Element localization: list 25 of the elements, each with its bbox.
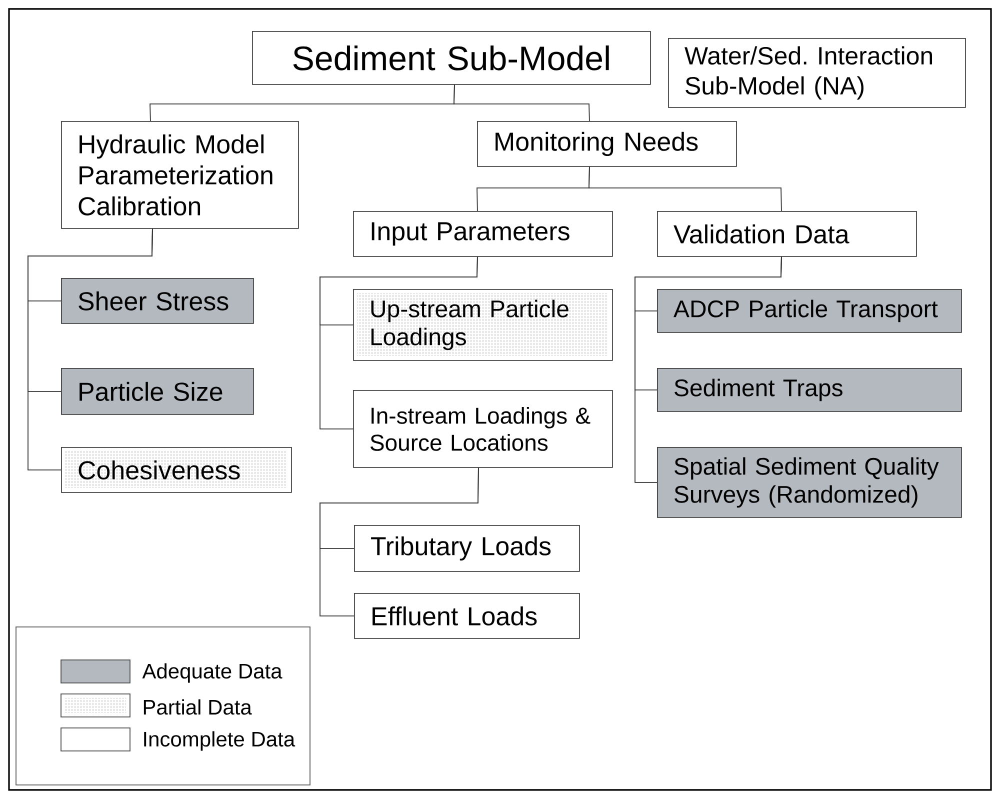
process-box: Tributary Loads — [354, 524, 580, 572]
connector-line — [634, 256, 782, 483]
process-box: Validation Data — [657, 210, 917, 257]
connector-line — [28, 228, 153, 470]
title-box: Sediment Sub-Model — [252, 30, 651, 85]
process-box: Monitoring Needs — [477, 120, 737, 167]
process-box: In-stream Loadings & Source Locations — [353, 390, 613, 468]
process-box: Cohesiveness — [61, 446, 292, 493]
connector-line — [320, 467, 479, 616]
process-box: ADCP Particle Transport — [657, 288, 962, 333]
process-box: Up-stream Particle Loadings — [353, 288, 613, 361]
process-box: Sediment Traps — [657, 368, 962, 412]
process-box: Particle Size — [61, 368, 254, 415]
process-box: Input Parameters — [353, 210, 613, 257]
process-box: Sheer Stress — [61, 278, 254, 324]
process-box: Spatial Sediment Quality Surveys (Randomized) — [657, 446, 962, 518]
connector-line — [320, 256, 478, 430]
connector-line — [588, 166, 782, 212]
process-box: Effluent Loads — [354, 592, 580, 639]
legend-label: Adequate Data — [142, 663, 282, 683]
legend-label: Partial Data — [144, 699, 252, 715]
process-box: Water/Sed. Interaction Sub-Model (NA) — [668, 38, 966, 108]
process-box: Hydraulic Model Parameterization Calibration — [61, 120, 299, 229]
legend-label: Incomplete Data — [144, 731, 296, 751]
connector-line — [454, 84, 590, 122]
